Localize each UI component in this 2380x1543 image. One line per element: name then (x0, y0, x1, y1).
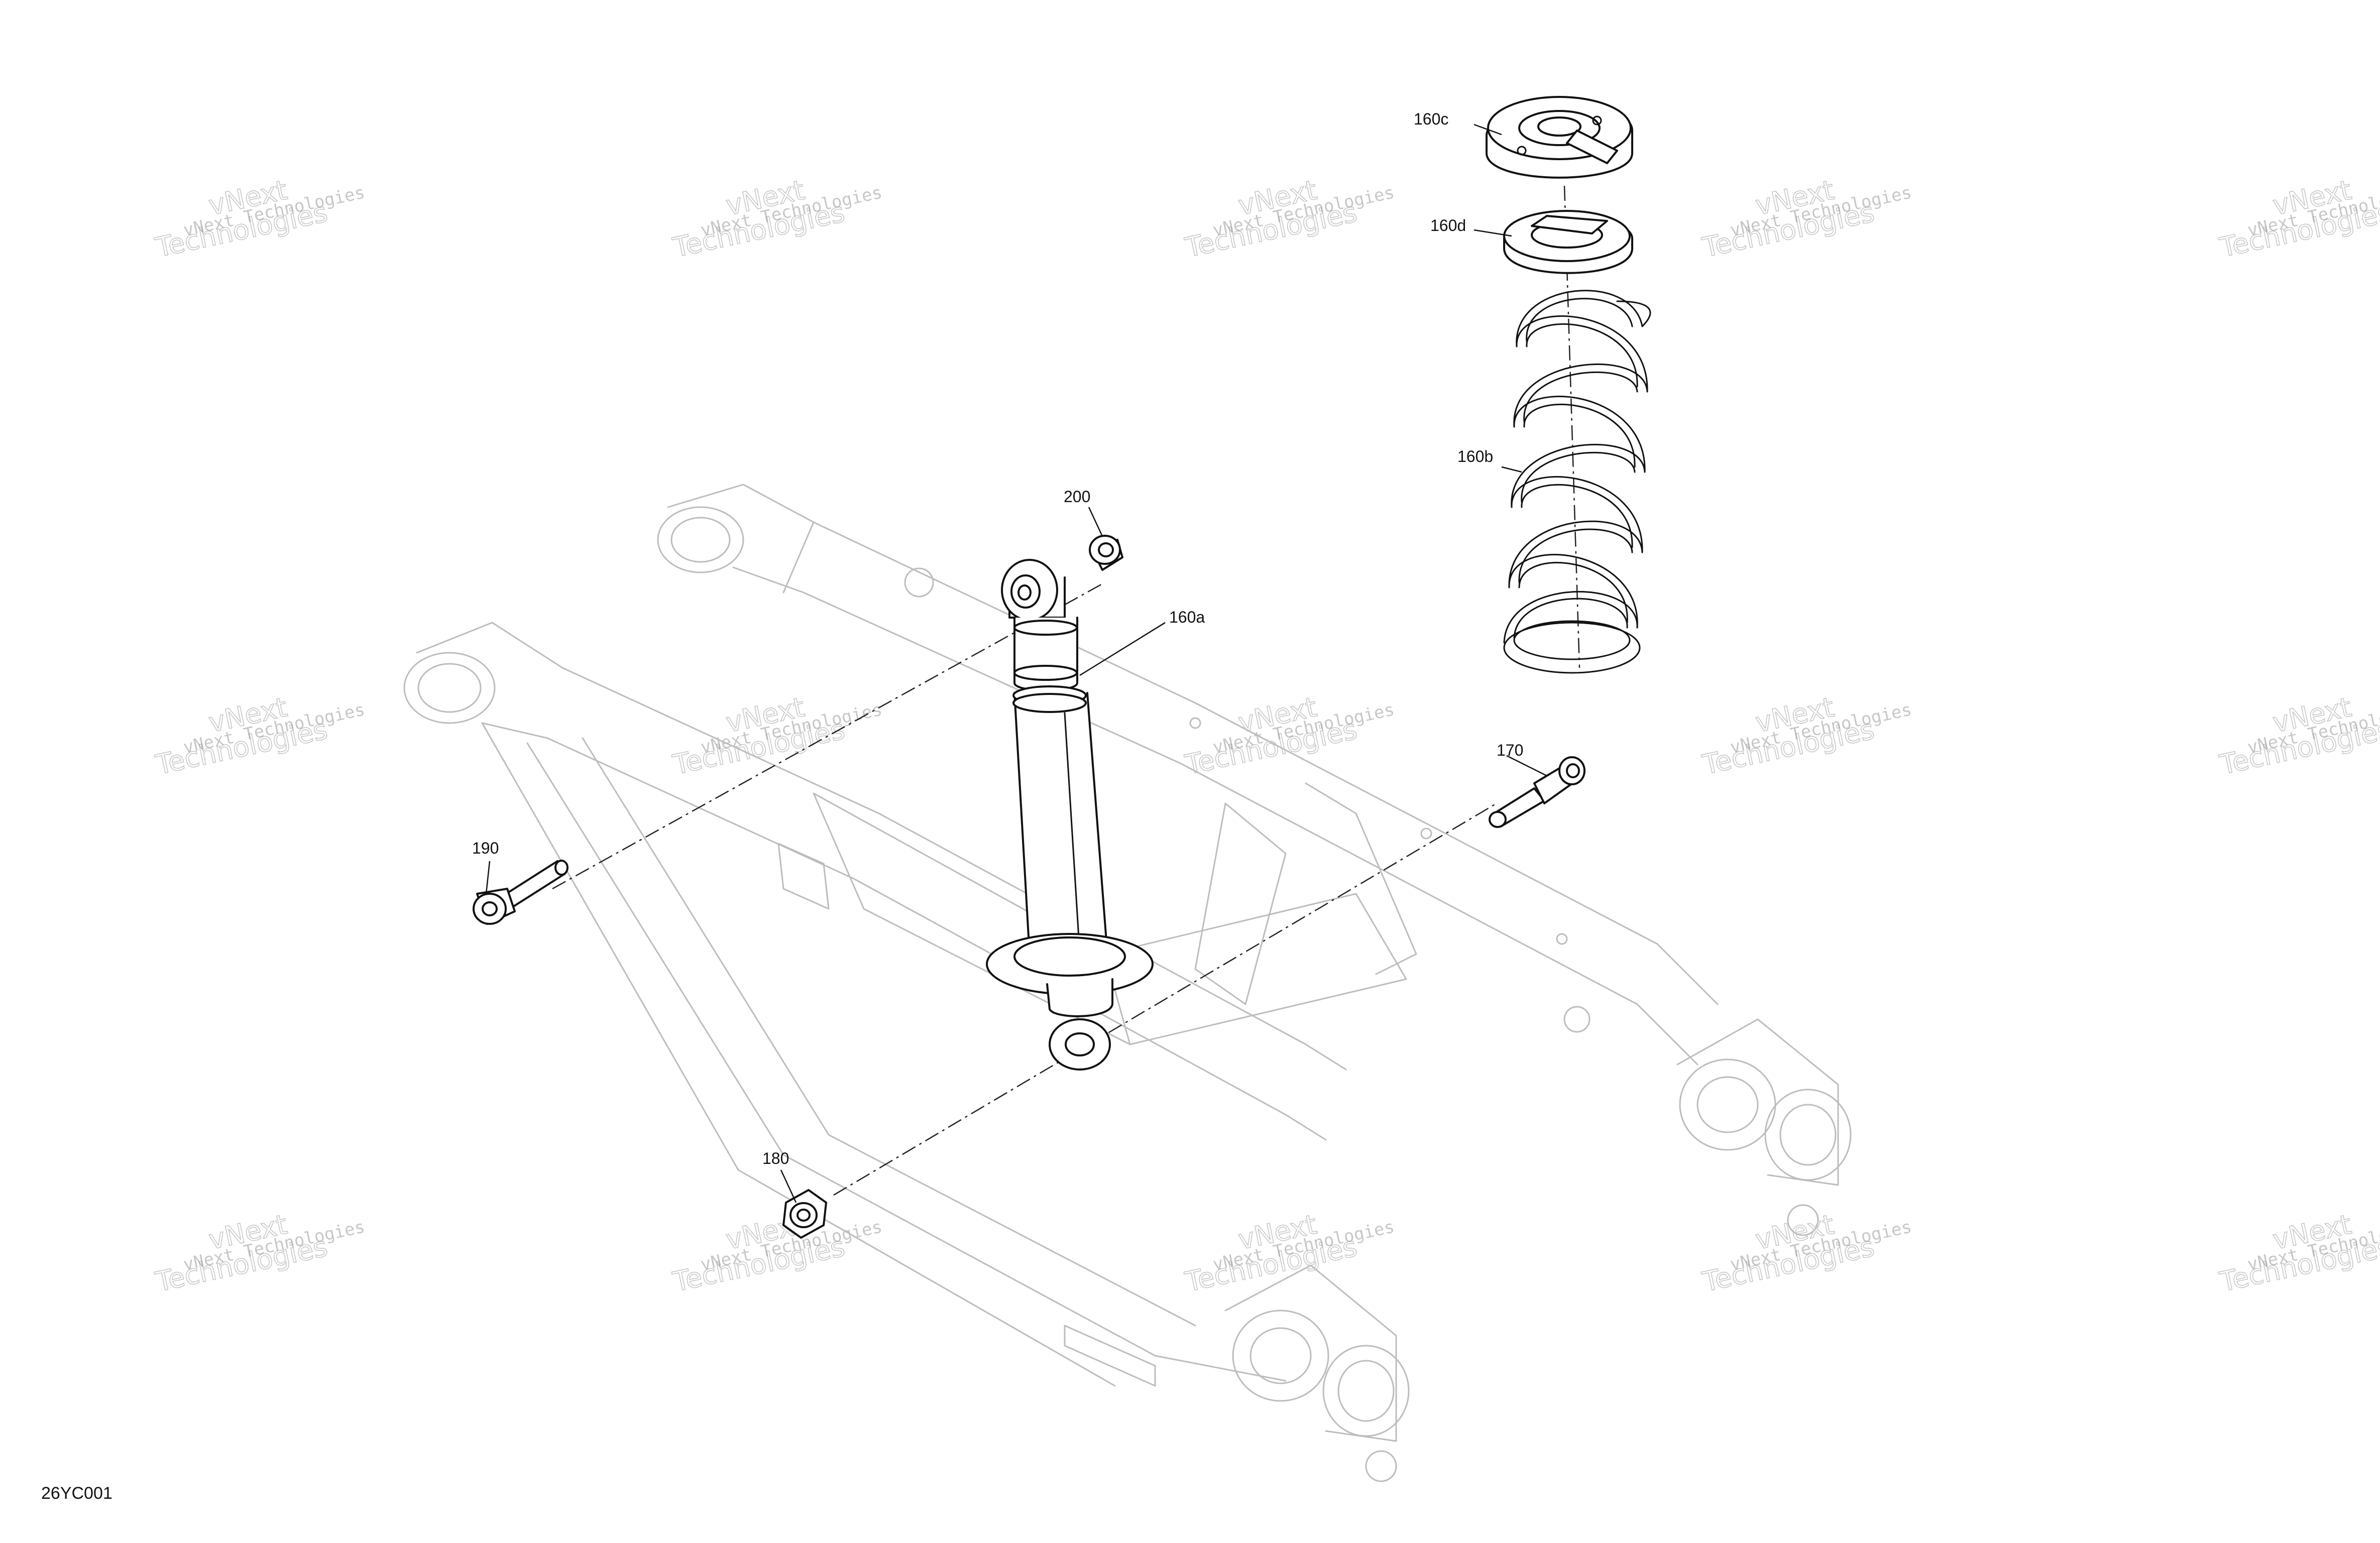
bolt-190 (473, 860, 569, 925)
callout-160d: 160d (1430, 216, 1466, 234)
bushing-200 (1089, 535, 1123, 571)
drawing-code: 26YC001 (41, 1484, 112, 1503)
watermark: Technologies vNext vNext Technologies (2216, 1208, 2380, 1298)
callout-200: 200 (1064, 488, 1090, 506)
bolt-170 (1489, 756, 1585, 828)
watermark-layer: Technologies vNext vNext Technologies Te… (152, 174, 2380, 1298)
watermark: Technologies vNext vNext Technologies (1699, 1208, 1913, 1298)
watermark: Technologies vNext vNext Technologies (152, 691, 367, 781)
shock-absorber (986, 559, 1154, 1071)
callout-160c: 160c (1414, 110, 1448, 128)
watermark: Technologies vNext vNext Technologies (1699, 174, 1913, 264)
watermark: Technologies vNext vNext Technologies (669, 1208, 884, 1298)
callout-190: 190 (472, 839, 499, 857)
leader-lines (485, 124, 1547, 1203)
watermark: Technologies vNext vNext Technologies (152, 174, 367, 264)
nut-180 (782, 1189, 827, 1239)
watermark: Technologies vNext vNext Technologies (1182, 1208, 1396, 1298)
watermark: Technologies vNext vNext Technologies (1182, 691, 1396, 781)
watermark: Technologies vNext vNext Technologies (1699, 691, 1913, 781)
spring-seat-upper (1486, 96, 1633, 179)
watermark: Technologies vNext vNext Technologies (669, 174, 884, 264)
coil-spring (1503, 290, 1651, 674)
watermark: Technologies vNext vNext Technologies (2216, 174, 2380, 264)
watermark: Technologies vNext vNext Technologies (1182, 174, 1396, 264)
swing-arm-frame (403, 484, 1852, 1482)
watermark: Technologies vNext vNext Technologies (669, 691, 884, 781)
callout-180: 180 (762, 1149, 789, 1167)
spring-seat-lower (1503, 210, 1633, 274)
callout-170: 170 (1497, 741, 1523, 759)
callout-160b: 160b (1457, 447, 1493, 465)
callout-160a: 160a (1169, 608, 1205, 626)
watermark: Technologies vNext vNext Technologies (2216, 691, 2380, 781)
callout-labels: 160c 160d 160b 200 160a 170 190 180 (472, 110, 1523, 1167)
watermark: Technologies vNext vNext Technologies (152, 1208, 367, 1298)
